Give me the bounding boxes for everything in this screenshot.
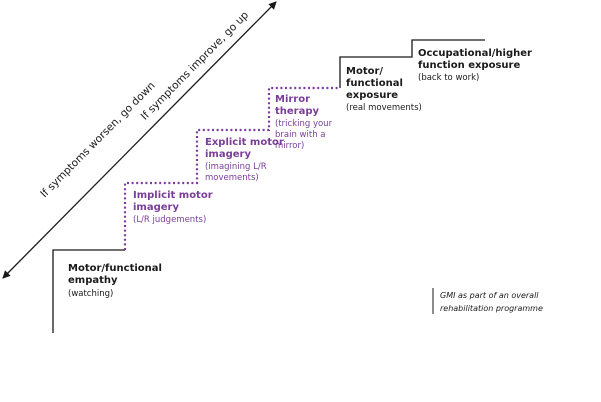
step-2-sub-line-1: (L/R judgements) <box>133 215 206 225</box>
step-5-title-line-1: Motor/ <box>346 66 383 77</box>
step-6-title-line-1: Occupational/higher <box>418 48 532 59</box>
note-text: GMI as part of an overall rehabilitation… <box>440 283 544 313</box>
step-4-sub-line-1: (tricking your <box>275 119 333 129</box>
step-6-title-line-2: function exposure <box>418 60 520 71</box>
step-4-sub-line-2: brain with a <box>275 130 326 140</box>
step-4-title-line-2: therapy <box>275 106 320 117</box>
note-line-1: GMI as part of an overall <box>440 291 539 300</box>
step-3-sub-line-2: movements) <box>205 173 259 183</box>
step-solid-top <box>339 39 485 88</box>
step-3-sub-line-1: (imagining L/R <box>205 162 267 172</box>
note-line-2: rehabilitation programme <box>440 304 543 313</box>
step-5-sub-line-1: (real movements) <box>346 103 422 113</box>
step-5-title-line-3: exposure <box>346 90 398 101</box>
step-1-title-line-1: Motor/functional <box>68 263 162 274</box>
step-3-label: Explicit motor imagery (imagining L/R mo… <box>205 130 289 183</box>
arrow-label-up: If symptoms improve, go up <box>139 9 252 123</box>
step-1-sub-line-1: (watching) <box>68 289 113 299</box>
step-4-title-line-1: Mirror <box>275 94 310 105</box>
step-1-title-line-2: empathy <box>68 275 118 286</box>
step-solid-bottom <box>52 249 125 333</box>
step-6-sub-line-1: (back to work) <box>418 73 479 83</box>
step-2-title-line-1: Implicit motor <box>133 190 213 201</box>
step-2-label: Implicit motor imagery (L/R judgements) <box>133 183 218 225</box>
step-5-label: Motor/ functional exposure (real movemen… <box>346 59 422 113</box>
step-1-label: Motor/functional empathy (watching) <box>68 256 167 299</box>
step-3-title-line-2: imagery <box>205 149 251 160</box>
step-5-title-line-2: functional <box>346 78 403 89</box>
step-6-label: Occupational/higher function exposure (b… <box>418 41 537 83</box>
step-3-title-line-1: Explicit motor <box>205 137 284 148</box>
step-4-sub-line-3: mirror) <box>275 141 304 151</box>
progression-arrow <box>2 1 277 279</box>
step-2-title-line-2: imagery <box>133 202 179 213</box>
step-4-label: Mirror therapy (tricking your brain with… <box>275 87 337 151</box>
